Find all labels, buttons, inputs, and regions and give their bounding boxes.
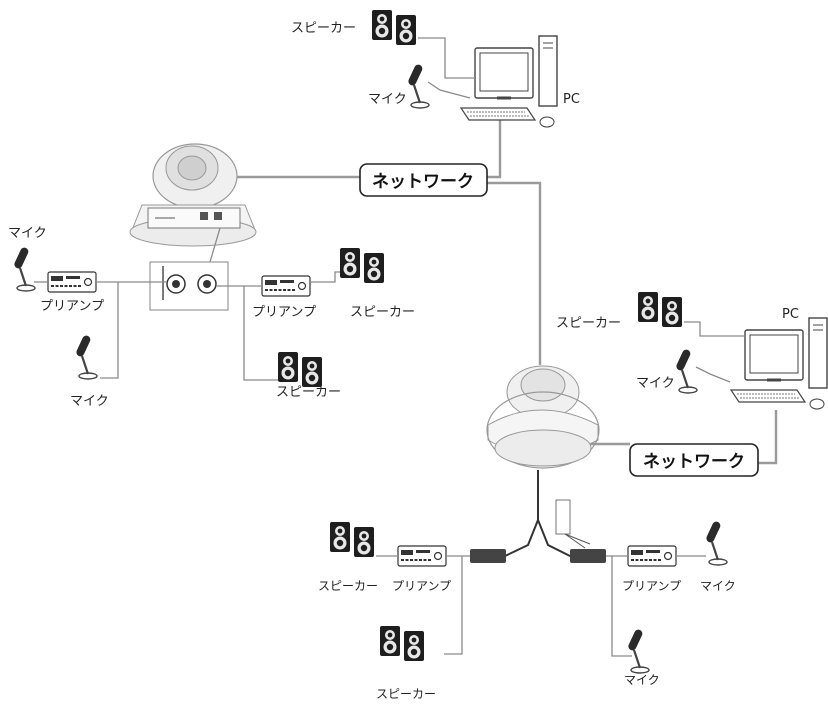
network-wire-pc1: [487, 118, 502, 179]
speaker-label: スピーカー: [318, 579, 378, 593]
camera2-input-group: プリアンプ マイク マイク: [606, 519, 736, 687]
network-label: ネットワーク: [372, 172, 474, 192]
network-wire-camera2: [487, 181, 542, 365]
speaker-icon: [340, 248, 384, 283]
top-pc-group: スピーカー マイク PC: [291, 10, 580, 129]
preamp-label: プリアンプ: [622, 579, 681, 593]
pc-icon: [459, 34, 559, 129]
network-wire-pc2-up: [758, 410, 778, 465]
speaker-icon: [278, 352, 322, 387]
network-box-top: ネットワーク: [359, 163, 488, 197]
speaker-icon: [638, 292, 682, 327]
preamp-icon: [47, 271, 97, 293]
camera2-output-group: スピーカー プリアンプ スピーカー: [318, 522, 470, 701]
mic-label: マイク: [624, 673, 660, 687]
speaker-label: スピーカー: [291, 21, 356, 36]
mic-label: マイク: [8, 226, 47, 241]
network-label: ネットワーク: [643, 452, 745, 472]
mic-label: マイク: [700, 579, 736, 593]
preamp-label: プリアンプ: [392, 579, 451, 593]
pc-label: PC: [782, 307, 799, 322]
microphone-icon: [673, 347, 699, 395]
speaker-label: スピーカー: [276, 385, 341, 400]
mic-label: マイク: [70, 394, 109, 409]
network-box-right: ネットワーク: [629, 443, 759, 477]
speaker-icon: [330, 522, 374, 557]
speaker-label: スピーカー: [376, 687, 436, 701]
preamp-label: プリアンプ: [40, 299, 104, 314]
camera2: [486, 365, 600, 469]
pc-label: PC: [563, 92, 580, 107]
microphone-icon: [405, 62, 431, 110]
camera1: [129, 143, 257, 247]
mic-label: マイク: [368, 92, 407, 107]
speaker-icon: [372, 10, 416, 45]
audio-connector-left: [470, 549, 506, 563]
preamp-icon: [627, 545, 677, 567]
camera1-output-group: プリアンプ スピーカー スピーカー: [216, 248, 415, 400]
right-pc-group: スピーカー マイク PC: [556, 292, 828, 411]
speaker-icon: [380, 626, 424, 661]
pc-icon: [729, 316, 828, 411]
preamp-icon: [261, 275, 311, 297]
camera1-input-group: マイク プリアンプ マイク: [8, 226, 167, 409]
microphone-icon: [73, 333, 99, 381]
speaker-label: スピーカー: [556, 316, 621, 331]
microphone-icon: [11, 245, 37, 293]
microphone-icon: [703, 519, 729, 567]
preamp-icon: [397, 545, 447, 567]
speaker-label: スピーカー: [350, 305, 415, 320]
preamp-label: プリアンプ: [252, 305, 316, 320]
audio-connector-right: [570, 549, 606, 563]
microphone-icon: [625, 627, 651, 675]
mic-label: マイク: [636, 376, 675, 391]
